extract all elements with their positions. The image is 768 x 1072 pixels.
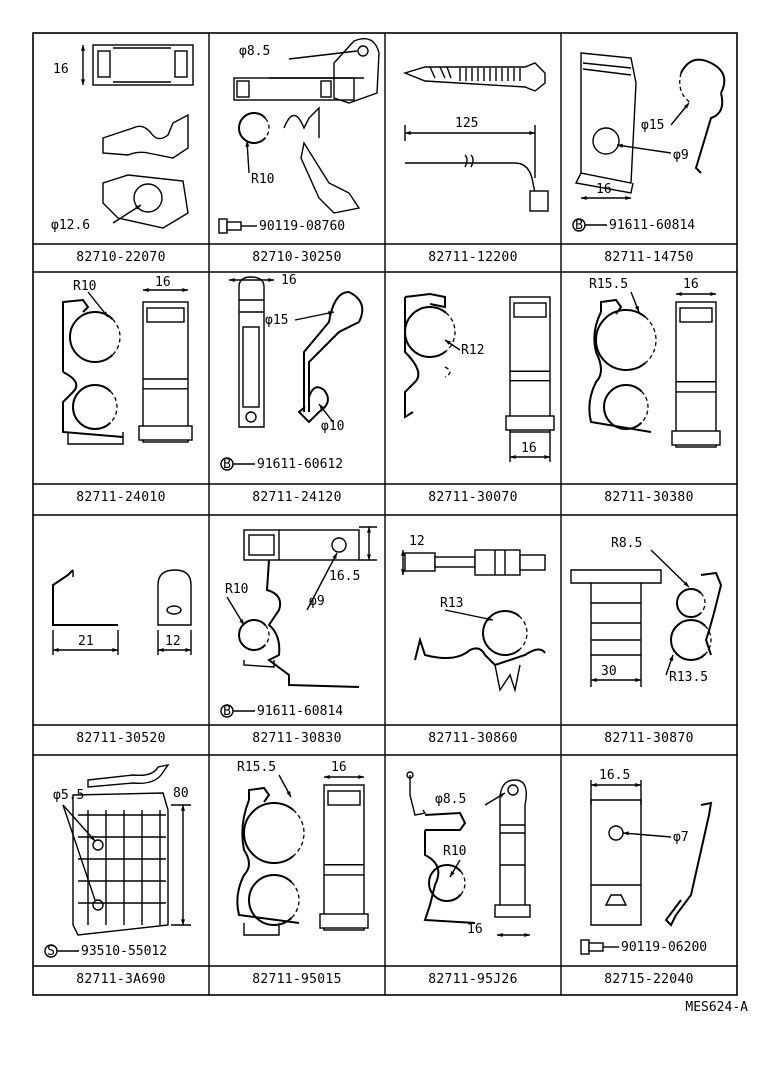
dimension-label: R13.5 — [669, 670, 708, 685]
dimension-label: 16.5 — [599, 768, 630, 783]
part-cell: 16 φ12.6 82710-22070 — [33, 33, 209, 272]
dimension-label: 16 — [521, 441, 537, 456]
dimension-label: 91611-60814 — [609, 218, 695, 233]
part-drawing: 16 φ12.6 — [51, 44, 194, 233]
part-number: 82711-30070 — [428, 490, 518, 505]
dimension-label: 21 — [78, 634, 94, 649]
dimension-label: 93510-55012 — [81, 944, 167, 959]
part-cell: 21 12 82711-30520 — [33, 515, 209, 755]
part-cell: 125 82711-12200 — [385, 33, 561, 272]
part-drawing: 16 R15.5 — [236, 760, 369, 936]
dimension-label: φ15 — [641, 118, 664, 133]
part-cell: 16 R15.5 82711-30380 — [561, 272, 737, 515]
dimension-label: R12 — [461, 343, 484, 358]
part-cell: 16 R10 82711-24010 — [33, 272, 209, 515]
dimension-label: 80 — [173, 786, 189, 801]
dimension-label: R10 — [251, 172, 274, 187]
part-cell: R12 16 82711-30070 — [385, 272, 561, 515]
dimension-label: φ7 — [673, 830, 689, 845]
dimension-label: φ8.5 — [435, 792, 466, 807]
part-number: 82715-22040 — [604, 972, 694, 987]
part-drawing: 80 φ5.5S 93510-55012 — [44, 763, 191, 959]
dimension-label: R10 — [443, 844, 466, 859]
part-number: 82711-30870 — [604, 731, 694, 746]
dimension-label: B — [223, 704, 231, 719]
dimension-label: φ9 — [309, 594, 325, 609]
dimension-label: R10 — [225, 582, 248, 597]
part-drawing: 125 — [402, 62, 549, 212]
dimension-label: B — [575, 218, 583, 233]
dimension-label: 30 — [601, 664, 617, 679]
reference-code: MES624-A — [685, 1000, 748, 1015]
part-drawing: R12 16 — [404, 292, 555, 462]
part-drawing: 16 R15.5 — [588, 277, 721, 448]
part-number: 82711-12200 — [428, 250, 518, 265]
part-number: 82711-95J26 — [428, 972, 518, 987]
dimension-label: R8.5 — [611, 536, 642, 551]
dimension-label: φ10 — [321, 419, 344, 434]
part-cell: 16.5 φ7 90119-06200 82715-22040 — [561, 755, 737, 995]
part-number: 82710-22070 — [76, 250, 166, 265]
dimension-label: R10 — [73, 279, 96, 294]
dimension-label: R15.5 — [237, 760, 276, 775]
dimension-label: 16 — [155, 275, 171, 290]
part-number: 82711-30830 — [252, 731, 342, 746]
dimension-label: 90119-08760 — [259, 219, 345, 234]
dimension-label: B — [223, 457, 231, 472]
part-drawing: 16 R10 — [62, 275, 193, 445]
dimension-label: φ8.5 — [239, 44, 270, 59]
dimension-label: 16 — [683, 277, 699, 292]
dimension-label: φ12.6 — [51, 218, 90, 233]
part-number: 82711-14750 — [604, 250, 694, 265]
part-number: 82711-30860 — [428, 731, 518, 746]
dimension-label: 16 — [467, 922, 483, 937]
dimension-label: 91611-60612 — [257, 457, 343, 472]
part-number: 82711-95015 — [252, 972, 342, 987]
part-number: 82710-30250 — [252, 250, 342, 265]
dimension-label: φ15 — [265, 313, 288, 328]
dimension-label: 16.5 — [329, 569, 360, 584]
part-number: 82711-3A690 — [76, 972, 166, 987]
dimension-label: 91611-60814 — [257, 704, 343, 719]
dimension-label: 90119-06200 — [621, 940, 707, 955]
dimension-label: 16 — [281, 273, 297, 288]
dimension-label: φ9 — [673, 148, 689, 163]
dimension-label: 16 — [596, 182, 612, 197]
part-drawing: 21 12 — [52, 569, 192, 655]
dimension-label: 16 — [331, 760, 347, 775]
dimension-label: 12 — [409, 534, 425, 549]
dimension-label: φ5.5 — [53, 788, 84, 803]
dimension-label: S — [47, 944, 55, 959]
part-number: 82711-30380 — [604, 490, 694, 505]
part-number: 82711-24010 — [76, 490, 166, 505]
dimension-label: 12 — [165, 634, 181, 649]
dimension-label: R15.5 — [589, 277, 628, 292]
part-drawing: 16.5 φ7 90119-06200 — [580, 768, 713, 955]
dimension-label: R13 — [440, 596, 463, 611]
part-cell: 16 R15.5 82711-95015 — [209, 755, 385, 995]
dimension-label: 16 — [53, 62, 69, 77]
dimension-label: 125 — [455, 116, 478, 131]
part-number: 82711-30520 — [76, 731, 166, 746]
part-number: 82711-24120 — [252, 490, 342, 505]
